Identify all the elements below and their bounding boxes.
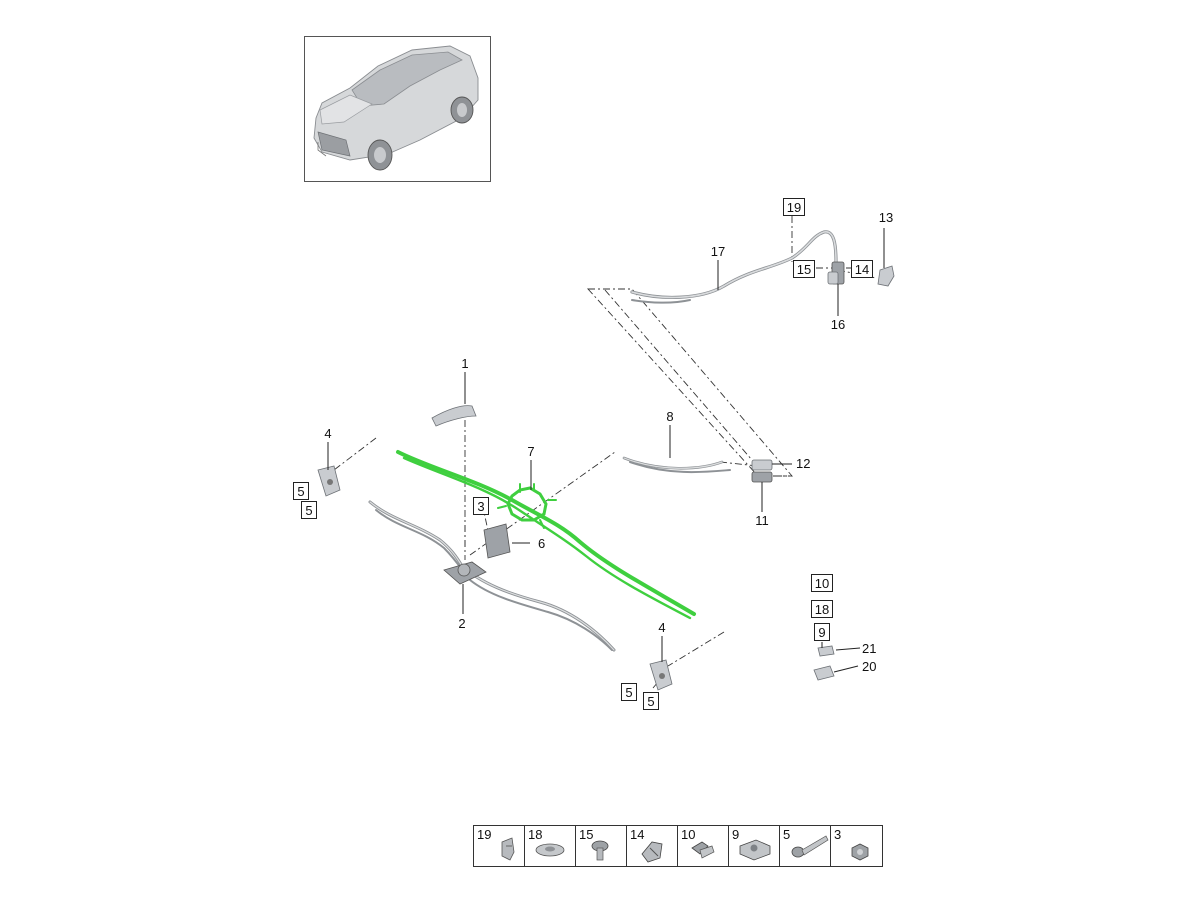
boxed-callouts: 19 15 14 3 5 5 5 5 [293,198,873,710]
svg-text:19: 19 [787,200,801,215]
svg-text:3: 3 [834,827,841,842]
callout-6: 6 [538,536,545,551]
part-2-cable-assembly[interactable] [368,500,616,652]
part-4-bracket-upper[interactable] [317,465,341,497]
legend-cell-15[interactable]: 15 [579,827,609,861]
part-17-cable[interactable] [630,230,838,304]
callout-1: 1 [461,356,468,371]
grommet-icon [535,843,565,857]
svg-text:15: 15 [579,827,593,842]
legend-cell-14[interactable]: 14 [630,827,663,863]
part-1-cover[interactable] [431,405,477,427]
svg-text:10: 10 [681,827,695,842]
legend-cell-18[interactable]: 18 [528,827,565,857]
boxed-callout-15: 15 [793,260,815,278]
svg-text:14: 14 [855,262,869,277]
bolt-icon [691,841,715,859]
callout-2: 2 [458,616,465,631]
svg-text:14: 14 [630,827,644,842]
part-12-clip[interactable] [751,459,773,471]
callout-13: 13 [879,210,893,225]
svg-text:9: 9 [818,625,825,640]
callout-11: 11 [755,513,769,528]
boxed-callout-3: 3 [473,497,489,515]
svg-text:3: 3 [477,499,484,514]
part-20-retainer[interactable] [813,665,835,681]
car-icon [313,45,479,171]
svg-text:18: 18 [528,827,542,842]
long-screw-icon [791,835,829,858]
svg-text:5: 5 [783,827,790,842]
fastener-legend: 19 18 15 14 [473,825,883,867]
boxed-callout-19: 19 [783,198,805,216]
callout-12: 12 [796,456,810,471]
screw-icon [591,840,609,861]
legend-cell-3[interactable]: 3 [834,827,869,861]
part-16-connector[interactable] [827,261,845,285]
svg-text:5: 5 [625,685,632,700]
legend-cell-9[interactable]: 9 [732,827,771,861]
svg-text:5: 5 [647,694,654,709]
callout-17: 17 [711,244,725,259]
boxed-callout-5-upper-a: 5 [293,482,309,500]
part-6-control-unit[interactable] [483,523,511,559]
callout-4-upper: 4 [324,426,331,441]
assembly-lines [324,216,877,689]
boxed-callout-14: 14 [851,260,873,278]
part-8-cable[interactable] [622,456,731,474]
callout-4-lower: 4 [658,620,665,635]
callout-numbers: 1 2 4 4 6 7 8 11 12 13 16 17 20 21 [324,210,893,674]
svg-text:18: 18 [815,602,829,617]
clip-fastener-icon [501,837,515,861]
legend-cell-10[interactable]: 10 [681,827,715,859]
svg-text:19: 19 [477,827,491,842]
expanding-clip-icon [641,841,663,863]
callout-20: 20 [862,659,876,674]
boxed-callout-9: 9 [814,623,830,641]
legend-dividers [524,825,831,867]
svg-text:5: 5 [297,484,304,499]
callout-8: 8 [666,409,673,424]
callout-16: 16 [831,317,845,332]
svg-text:9: 9 [732,827,739,842]
boxed-callout-5-lower-b: 5 [643,692,659,710]
part-13-bracket[interactable] [877,265,895,287]
part-21-clip[interactable] [817,645,835,657]
svg-text:10: 10 [815,576,829,591]
boxed-callout-18: 18 [811,600,833,618]
part-4-bracket-lower[interactable] [649,659,673,691]
part-11-clip[interactable] [751,471,773,483]
leader-lines [327,228,885,673]
vehicle-thumbnail[interactable] [304,36,491,182]
svg-text:5: 5 [305,503,312,518]
bracket-nut-icon [739,839,771,861]
boxed-callout-5-lower-a: 5 [621,683,637,701]
svg-text:15: 15 [797,262,811,277]
legend-cell-5[interactable]: 5 [783,827,829,858]
callout-7: 7 [527,444,534,459]
boxed-callout-5-upper-b: 5 [301,501,317,519]
legend-cell-19[interactable]: 19 [477,827,515,861]
boxed-callout-10: 10 [811,574,833,592]
part-7-wiring-harness[interactable] [396,450,696,620]
callout-21: 21 [862,641,876,656]
nut-icon [851,843,869,861]
